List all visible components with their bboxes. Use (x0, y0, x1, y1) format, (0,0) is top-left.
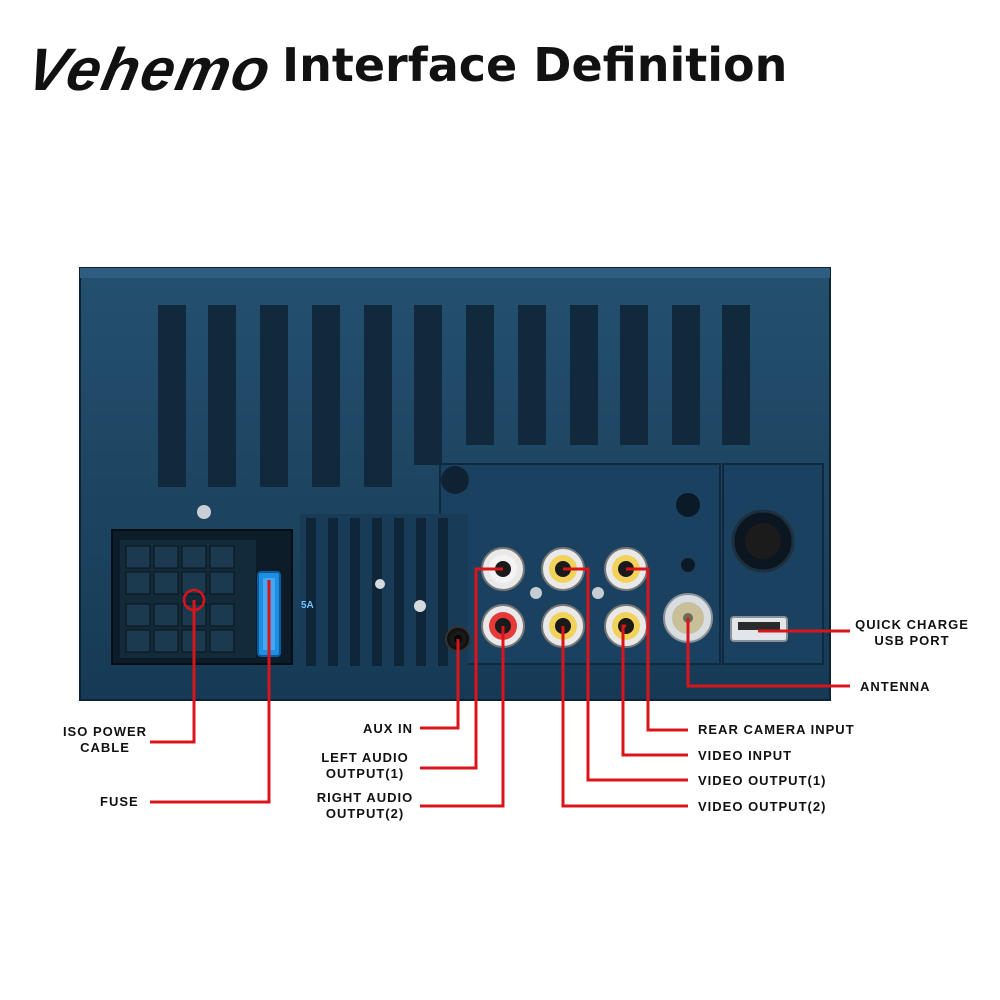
callout-fuse (150, 580, 271, 804)
callout-video-output-1 (563, 567, 688, 782)
label-left-audio-output: LEFT AUDIO OUTPUT(1) (305, 750, 425, 782)
callout-lines (150, 567, 850, 808)
gps-port (731, 509, 795, 573)
heat-sink-fins (158, 305, 750, 487)
label-right-audio-line1: RIGHT AUDIO (316, 790, 414, 805)
label-iso-power-line2: CABLE (80, 740, 130, 755)
callout-rear-camera (626, 567, 688, 732)
label-video-output-1: VIDEO OUTPUT(1) (698, 773, 827, 788)
label-right-audio-line2: OUTPUT(2) (325, 806, 405, 821)
label-iso-power-cable: ISO POWER CABLE (55, 724, 155, 756)
callout-video-input (621, 624, 688, 757)
label-quick-charge-line1: QUICK CHARGE (855, 617, 969, 632)
callout-left-audio (420, 567, 503, 770)
vent-grille (300, 514, 468, 666)
label-aux-in: AUX IN (362, 721, 413, 736)
rca-right-audio-output-2 (481, 604, 525, 648)
fuse-marking: 5A (301, 600, 314, 611)
callout-iso-power (150, 600, 196, 744)
label-antenna: ANTENNA (860, 679, 931, 694)
mount-hole-small (681, 558, 695, 572)
label-quick-charge-line2: USB PORT (874, 633, 950, 648)
label-quick-charge-usb: QUICK CHARGE USB PORT (848, 617, 976, 649)
callout-video-output-2 (561, 626, 688, 808)
label-left-audio-line2: OUTPUT(1) (325, 766, 405, 781)
mount-hole-top (441, 466, 469, 494)
screw-top (197, 505, 211, 519)
label-fuse: FUSE (100, 794, 139, 809)
mount-hole-right (676, 493, 700, 517)
callout-right-audio (420, 626, 505, 808)
label-right-audio-output: RIGHT AUDIO OUTPUT(2) (302, 790, 428, 822)
label-left-audio-line1: LEFT AUDIO (321, 750, 409, 765)
label-video-input: VIDEO INPUT (698, 748, 793, 763)
usb-port (730, 616, 788, 642)
page-title: Interface Definition (282, 38, 788, 92)
label-rear-camera-input: REAR CAMERA INPUT (698, 722, 855, 737)
label-video-output-2: VIDEO OUTPUT(2) (698, 799, 827, 814)
callout-aux (420, 639, 460, 730)
callout-antenna (686, 618, 850, 688)
label-iso-power-line1: ISO POWER (62, 724, 148, 739)
